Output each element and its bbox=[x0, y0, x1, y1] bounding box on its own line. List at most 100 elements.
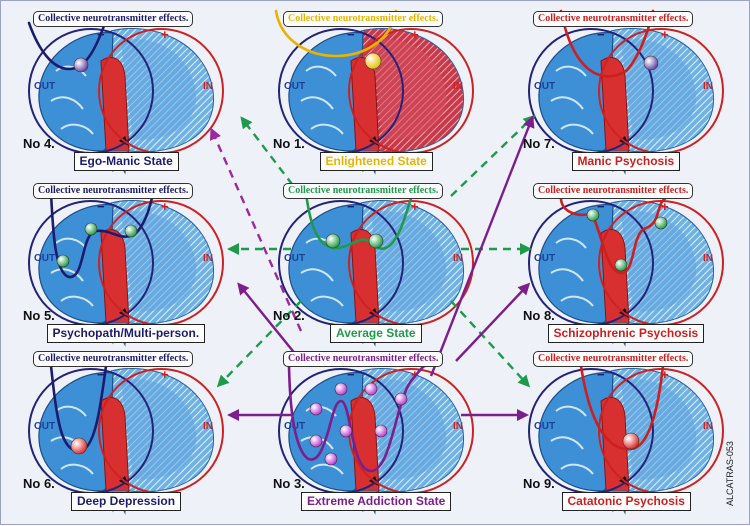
panel-number-no3: No 3. bbox=[273, 476, 305, 491]
brain-folds bbox=[550, 405, 594, 475]
arrow-average-to-depression bbox=[216, 300, 302, 388]
in-label: IN bbox=[203, 253, 213, 264]
plus-sign: + bbox=[161, 27, 169, 42]
panel-number-no8: No 8. bbox=[523, 308, 555, 323]
neurotransmitter-ball bbox=[368, 233, 384, 249]
neurotransmitter-ball bbox=[56, 254, 70, 268]
neurotransmitter-ball bbox=[309, 402, 323, 416]
panel-header-no6: Collective neurotransmitter effects. bbox=[33, 351, 194, 367]
panel-header-no2: Collective neurotransmitter effects. bbox=[283, 183, 444, 199]
panel-number-no2: No 2. bbox=[273, 308, 305, 323]
plus-sign: + bbox=[411, 199, 419, 214]
panels-layer: OUT IN − + OUT IN − + OUT IN − + OUT IN − + OUT IN − + OUT IN… bbox=[27, 9, 724, 515]
in-label: IN bbox=[703, 81, 713, 92]
neurotransmitter-curve bbox=[559, 9, 655, 78]
panel-header-no7: Collective neurotransmitter effects. bbox=[533, 11, 694, 27]
neurotransmitter-curve bbox=[274, 9, 398, 58]
right-hemisphere-shade bbox=[371, 39, 447, 140]
neurotransmitter-ball bbox=[325, 233, 341, 249]
state-label-no2: Average State bbox=[330, 324, 422, 343]
plus-sign: + bbox=[661, 27, 669, 42]
right-hemisphere-shade bbox=[621, 39, 697, 140]
in-label: IN bbox=[453, 421, 463, 432]
neurotransmitter-curve bbox=[559, 196, 668, 275]
out-label: OUT bbox=[34, 81, 55, 92]
plus-sign: + bbox=[661, 199, 669, 214]
arrow-average-to-manic bbox=[450, 114, 536, 197]
right-hemisphere-shade bbox=[121, 211, 197, 312]
in-label: IN bbox=[453, 81, 463, 92]
state-label-no8: Schizophrenic Psychosis bbox=[547, 324, 705, 343]
panel-number-no7: No 7. bbox=[523, 136, 555, 151]
out-label: OUT bbox=[34, 421, 55, 432]
neurotransmitter-curve bbox=[27, 21, 107, 71]
out-label: OUT bbox=[284, 253, 305, 264]
neurotransmitter-ball bbox=[73, 57, 89, 73]
neurotransmitter-ball bbox=[374, 424, 388, 438]
panel-number-no1: No 1. bbox=[273, 136, 305, 151]
minus-sign: − bbox=[97, 367, 105, 382]
panel-header-no1: Collective neurotransmitter effects. bbox=[283, 11, 444, 27]
panel-number-no9: No 9. bbox=[523, 476, 555, 491]
plus-sign: + bbox=[661, 367, 669, 382]
neurotransmitter-ball bbox=[622, 432, 640, 450]
neurotransmitter-ball bbox=[84, 222, 98, 236]
panel-header-no5: Collective neurotransmitter effects. bbox=[33, 183, 194, 199]
right-hemisphere-shade bbox=[621, 379, 697, 480]
panel-no7: OUT IN − + bbox=[528, 9, 724, 175]
state-label-no6: Deep Depression bbox=[71, 492, 182, 511]
brain-folds bbox=[550, 65, 594, 135]
in-label: IN bbox=[453, 253, 463, 264]
neurotransmitter-ball bbox=[643, 55, 659, 71]
credit-label: ALCATRAS-053 bbox=[725, 441, 735, 506]
right-hemisphere-shade bbox=[371, 379, 447, 480]
neurotransmitter-ball bbox=[364, 52, 382, 70]
neurotransmitter-ball bbox=[334, 382, 348, 396]
arrows-layer bbox=[209, 114, 536, 421]
panel-number-no4: No 4. bbox=[23, 136, 55, 151]
brain-folds bbox=[50, 65, 94, 135]
out-label: OUT bbox=[534, 81, 555, 92]
in-label: IN bbox=[703, 421, 713, 432]
right-hemisphere-shade bbox=[621, 211, 697, 312]
in-label: IN bbox=[203, 421, 213, 432]
minus-sign: − bbox=[347, 367, 355, 382]
panel-header-no3: Collective neurotransmitter effects. bbox=[283, 351, 444, 367]
minus-sign: − bbox=[347, 199, 355, 214]
neurotransmitter-ball bbox=[614, 258, 628, 272]
arrow-addiction-to-psychopath bbox=[237, 282, 302, 362]
minus-sign: − bbox=[347, 27, 355, 42]
minus-sign: − bbox=[597, 27, 605, 42]
out-label: OUT bbox=[534, 421, 555, 432]
right-hemisphere-shade bbox=[371, 211, 447, 312]
neurotransmitter-ball bbox=[70, 437, 88, 455]
in-label: IN bbox=[203, 81, 213, 92]
out-label: OUT bbox=[284, 81, 305, 92]
out-label: OUT bbox=[534, 253, 555, 264]
arrow-addiction-to-schizo bbox=[455, 282, 531, 362]
panel-no2: OUT IN − + bbox=[278, 191, 474, 347]
right-hemisphere-shade bbox=[121, 39, 197, 140]
brain-folds bbox=[50, 237, 94, 307]
minus-sign: − bbox=[597, 199, 605, 214]
state-label-no1: Enlightened State bbox=[319, 152, 433, 171]
panel-header-no4: Collective neurotransmitter effects. bbox=[33, 11, 194, 27]
state-label-no7: Manic Psychosis bbox=[571, 152, 681, 171]
plus-sign: + bbox=[161, 199, 169, 214]
neurotransmitter-ball bbox=[309, 434, 323, 448]
brain-folds bbox=[300, 65, 344, 135]
panel-number-no5: No 5. bbox=[23, 308, 55, 323]
state-label-no5: Psychopath/Multi-person. bbox=[46, 324, 206, 343]
panel-number-no6: No 6. bbox=[23, 476, 55, 491]
arrow-average-to-catatonic bbox=[450, 300, 531, 388]
neurotransmitter-ball bbox=[586, 208, 600, 222]
neurotransmitter-ball bbox=[394, 392, 408, 406]
